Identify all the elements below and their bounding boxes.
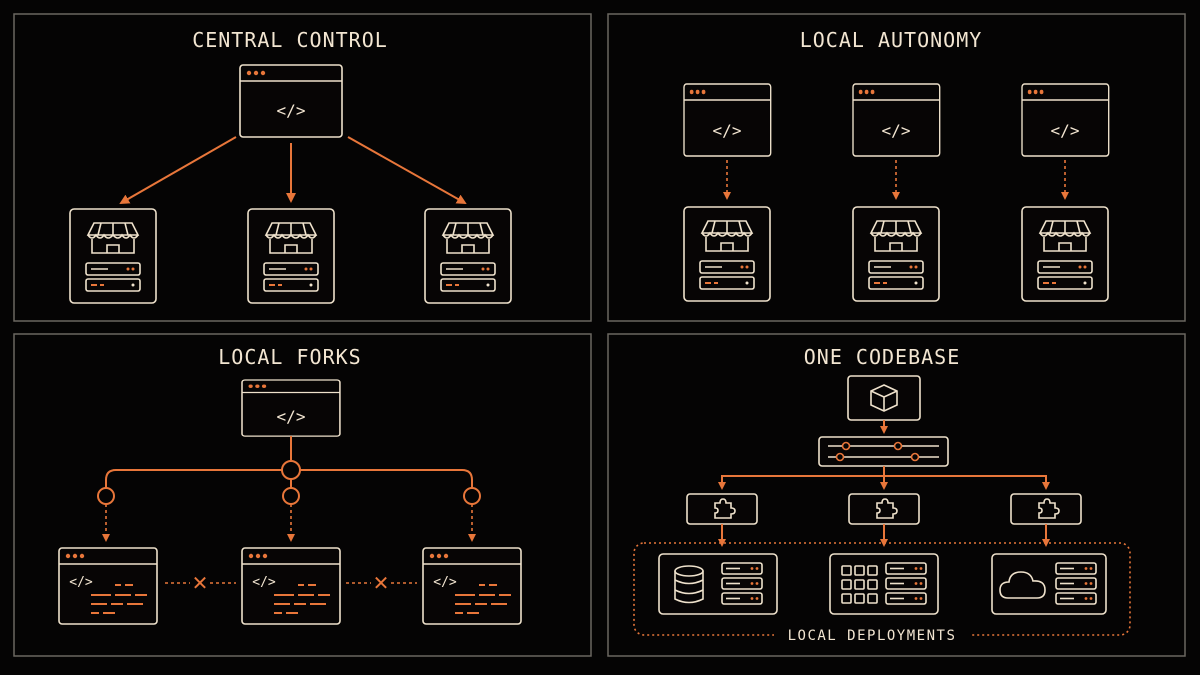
code-label: </> xyxy=(1051,121,1080,140)
forked-code-file: </> xyxy=(241,547,341,625)
forked-code-file: </> xyxy=(58,547,158,625)
cube-icon xyxy=(847,375,921,421)
database-icon xyxy=(674,565,704,604)
branch-left xyxy=(718,475,884,490)
local-deployments-group xyxy=(633,542,1131,636)
panel-title-local-autonomy: LOCAL AUTONOMY xyxy=(800,28,983,52)
store-icon xyxy=(69,208,157,304)
code-window-icon xyxy=(852,83,941,157)
puzzle-icon xyxy=(686,493,758,525)
panel-local-autonomy: LOCAL AUTONOMY </> </> </> xyxy=(607,13,1186,322)
code-label: </> xyxy=(433,575,457,590)
store-icon xyxy=(683,206,771,302)
arrow-to-store-3 xyxy=(347,136,467,204)
code-window-icon xyxy=(1021,83,1110,157)
fork-node xyxy=(281,460,301,480)
code-label: </> xyxy=(713,121,742,140)
cloud-icon xyxy=(999,571,1046,599)
panel-title-central-control: CENTRAL CONTROL xyxy=(192,28,388,52)
conflict-x-icon: ✕ xyxy=(192,571,209,595)
code-label: </> xyxy=(252,575,276,590)
panel-title-local-forks: LOCAL FORKS xyxy=(218,345,361,369)
panel-one-codebase: ONE CODEBASE LOCAL D xyxy=(607,333,1186,657)
sliders-icon xyxy=(818,436,949,467)
forked-code-file: </> xyxy=(422,547,522,625)
store-icon xyxy=(852,206,940,302)
deployment-grid xyxy=(829,553,939,615)
label-background xyxy=(774,624,970,646)
fork-node xyxy=(97,487,115,505)
grid-icon xyxy=(841,565,878,604)
conflict-x-icon: ✕ xyxy=(373,571,390,595)
code-label: </> xyxy=(69,575,93,590)
fork-node xyxy=(282,487,300,505)
code-label: </> xyxy=(277,407,306,426)
puzzle-icon xyxy=(848,493,920,525)
server-rack-icon xyxy=(1055,562,1097,605)
store-icon xyxy=(1021,206,1109,302)
panel-title-one-codebase: ONE CODEBASE xyxy=(804,345,961,369)
deployment-database xyxy=(658,553,778,615)
fork-branch-left xyxy=(105,469,282,488)
code-label: </> xyxy=(277,101,306,120)
server-rack-icon xyxy=(721,562,763,605)
fork-node xyxy=(463,487,481,505)
code-label: </> xyxy=(882,121,911,140)
fork-branch-right xyxy=(300,469,473,488)
store-icon xyxy=(247,208,335,304)
server-rack-icon xyxy=(885,562,927,605)
panel-central-control: CENTRAL CONTROL </> xyxy=(13,13,592,322)
local-deployments-label: LOCAL DEPLOYMENTS xyxy=(788,628,957,644)
puzzle-icon xyxy=(1010,493,1082,525)
arrow-to-store-1 xyxy=(119,136,237,204)
store-icon xyxy=(424,208,512,304)
branch-right xyxy=(884,475,1050,490)
code-window-icon xyxy=(683,83,772,157)
code-window-icon: </> xyxy=(239,64,343,138)
deployment-cloud xyxy=(991,553,1107,615)
panel-local-forks: LOCAL FORKS </> </> </> </> ✕ ✕ xyxy=(13,333,592,657)
